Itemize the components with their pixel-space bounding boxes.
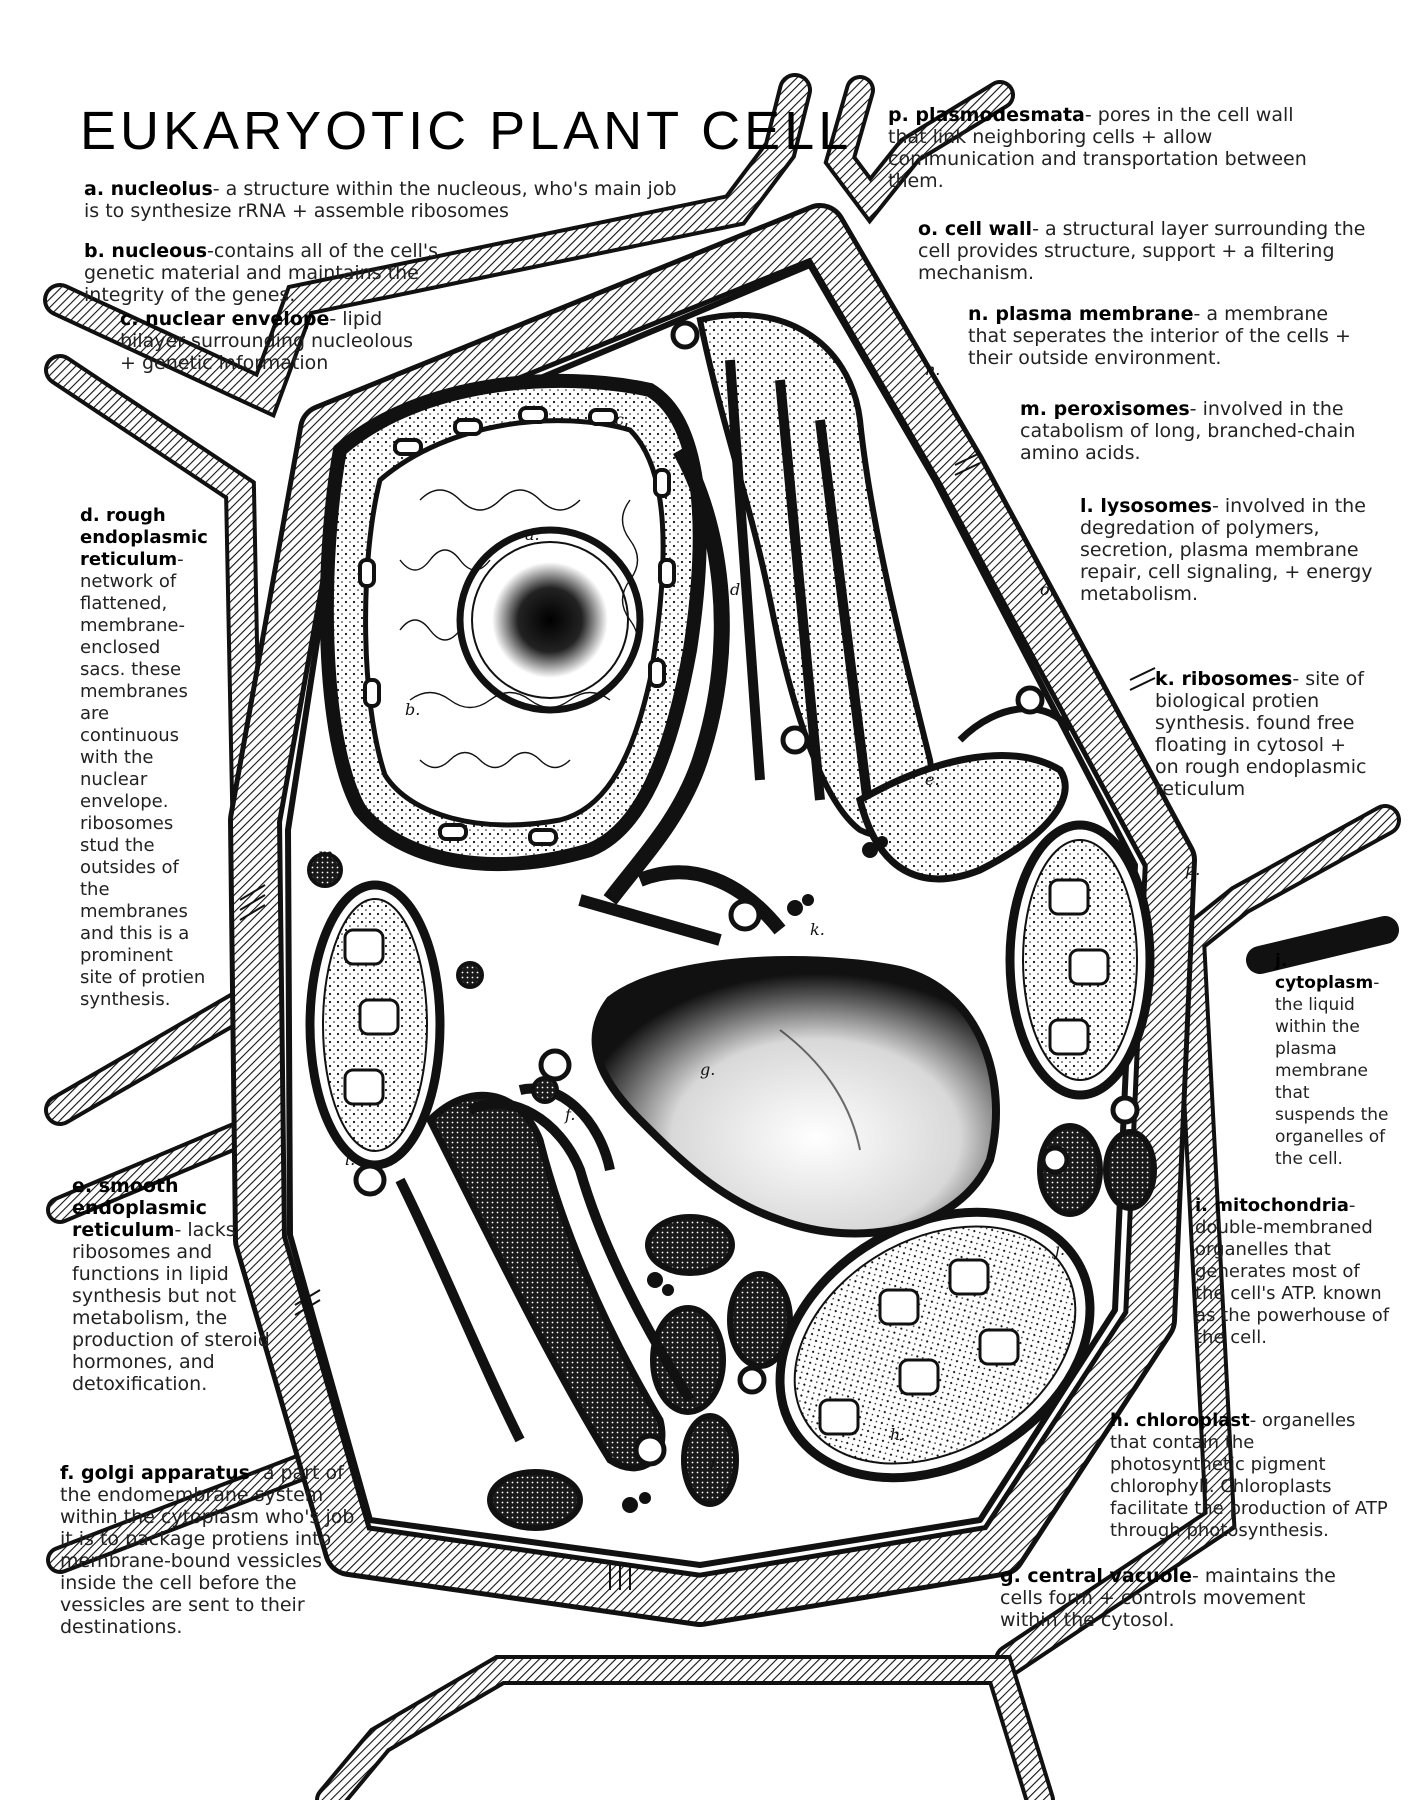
label-e: e. xyxy=(925,770,940,789)
label-i: i. xyxy=(710,1455,720,1474)
annotation-body: -contains all of the cell's genetic mate… xyxy=(84,240,438,306)
annotation-head: i. mitochondria xyxy=(1195,1195,1349,1216)
label-c: c. xyxy=(615,410,629,429)
annotation-cytoplasm: j. cytoplasm- the liquid within the plas… xyxy=(1275,950,1390,1170)
label-o: o. xyxy=(1040,580,1054,599)
mitochondria xyxy=(487,1123,1157,1531)
label-d: d. xyxy=(730,580,745,599)
annotation-head: o. cell wall xyxy=(918,218,1033,240)
annotation-body: - involved in the degredation of polymer… xyxy=(1080,495,1373,605)
annotation-head: b. nucleous xyxy=(84,240,208,262)
annotation-head: d. rough endoplasmic reticulum xyxy=(80,505,208,570)
label-k: k. xyxy=(810,920,825,939)
annotation-nuclear-envelope: c. nuclear envelope- lipid bilayer surro… xyxy=(120,308,420,374)
annotation-body: - lacks ribosomes and functions in lipid… xyxy=(72,1219,270,1395)
annotation-head: m. peroxisomes xyxy=(1020,398,1190,420)
chloroplasts xyxy=(305,820,1155,1483)
plasmodesmata xyxy=(239,452,1156,1590)
annotation-head: j. cytoplasm xyxy=(1275,951,1374,993)
annotation-peroxisomes: m. peroxisomes- involved in the cataboli… xyxy=(1020,398,1360,464)
ribosomes xyxy=(622,836,888,1513)
annotation-head: n. plasma membrane xyxy=(968,303,1194,325)
annotation-chloroplast: h. chloroplast- organelles that contain … xyxy=(1110,1410,1390,1542)
annotation-body: - the liquid within the plasma membrane … xyxy=(1275,973,1389,1169)
annotation-body: - site of biological protien synthesis. … xyxy=(1155,668,1367,800)
annotation-head: p. plasmodesmata xyxy=(888,104,1085,126)
label-a: a. xyxy=(525,525,540,544)
peroxisomes xyxy=(307,852,559,1104)
label-l: l. xyxy=(345,1150,355,1169)
label-n: n. xyxy=(925,360,940,379)
vesicles xyxy=(353,320,1140,1467)
annotation-body: - a membrane that seperates the interior… xyxy=(968,303,1351,369)
annotation-nucleous: b. nucleous-contains all of the cell's g… xyxy=(84,240,464,306)
label-h: h. xyxy=(890,1425,905,1444)
annotation-body: - lipid bilayer surrounding nucleolous +… xyxy=(120,308,414,374)
central-vacuole xyxy=(591,956,1000,1238)
annotation-ribosomes: k. ribosomes- site of biological protien… xyxy=(1155,668,1370,800)
grana-stacks xyxy=(343,878,1110,1436)
annotation-golgi: f. golgi apparatus- a part of the endome… xyxy=(60,1462,370,1638)
annotation-smooth-er: e. smooth endoplasmic reticulum- lacks r… xyxy=(72,1175,282,1395)
annotation-head: k. ribosomes xyxy=(1155,668,1293,690)
annotation-head: f. golgi apparatus xyxy=(60,1462,250,1484)
annotation-mitochondria: i. mitochondria- double-membraned organe… xyxy=(1195,1195,1390,1349)
annotation-body: - a structural layer surrounding the cel… xyxy=(918,218,1366,284)
annotation-body: - a part of the endomembrane system with… xyxy=(60,1462,355,1638)
nucleus xyxy=(319,373,707,872)
annotation-body: - maintains the cells form + controls mo… xyxy=(1000,1565,1336,1631)
annotation-head: g. central vacuole xyxy=(1000,1565,1192,1587)
chromatin xyxy=(399,489,639,769)
page-title: EUKARYOTIC PLANT CELL xyxy=(80,101,853,161)
annotation-rough-er: d. rough endoplasmic reticulum- network … xyxy=(80,505,210,1011)
label-g: g. xyxy=(700,1060,715,1079)
label-f: f. xyxy=(564,1105,575,1124)
annotation-head: a. nucleolus xyxy=(84,178,213,200)
label-b: b. xyxy=(405,700,420,719)
annotation-plasma-membrane: n. plasma membrane- a membrane that sepe… xyxy=(968,303,1368,369)
annotation-nucleolus: a. nucleolus- a structure within the nuc… xyxy=(84,178,684,222)
label-p: p. xyxy=(1185,860,1200,879)
label-j: j. xyxy=(1052,1240,1065,1259)
annotation-body: - a structure within the nucleous, who's… xyxy=(84,178,677,222)
annotation-head: c. nuclear envelope xyxy=(120,308,330,330)
annotation-cell-wall: o. cell wall- a structural layer surroun… xyxy=(918,218,1378,284)
nucleolus xyxy=(492,562,608,678)
annotation-head: l. lysosomes xyxy=(1080,495,1212,517)
annotation-body: - organelles that contain the photosynth… xyxy=(1110,1410,1388,1541)
annotation-body: - network of flattened, membrane-enclose… xyxy=(80,549,206,1010)
annotation-central-vacuole: g. central vacuole- maintains the cells … xyxy=(1000,1565,1340,1631)
annotation-head: h. chloroplast xyxy=(1110,1410,1250,1431)
annotation-body: - double-membraned organelles that gener… xyxy=(1195,1195,1390,1348)
annotation-lysosomes: l. lysosomes- involved in the degredatio… xyxy=(1080,495,1380,605)
annotation-head: e. smooth endoplasmic reticulum xyxy=(72,1175,207,1241)
annotation-body: - pores in the cell wall that link neigh… xyxy=(888,104,1307,192)
annotation-plasmodesmata: p. plasmodesmata- pores in the cell wall… xyxy=(888,104,1328,192)
annotation-body: - involved in the catabolism of long, br… xyxy=(1020,398,1356,464)
label-m: m. xyxy=(318,845,338,864)
diagram-letter-labels: a. b. c. d. e. f. g. h. i. j. k. l. m. n… xyxy=(318,360,1200,1474)
nuclear-pores xyxy=(358,406,676,846)
